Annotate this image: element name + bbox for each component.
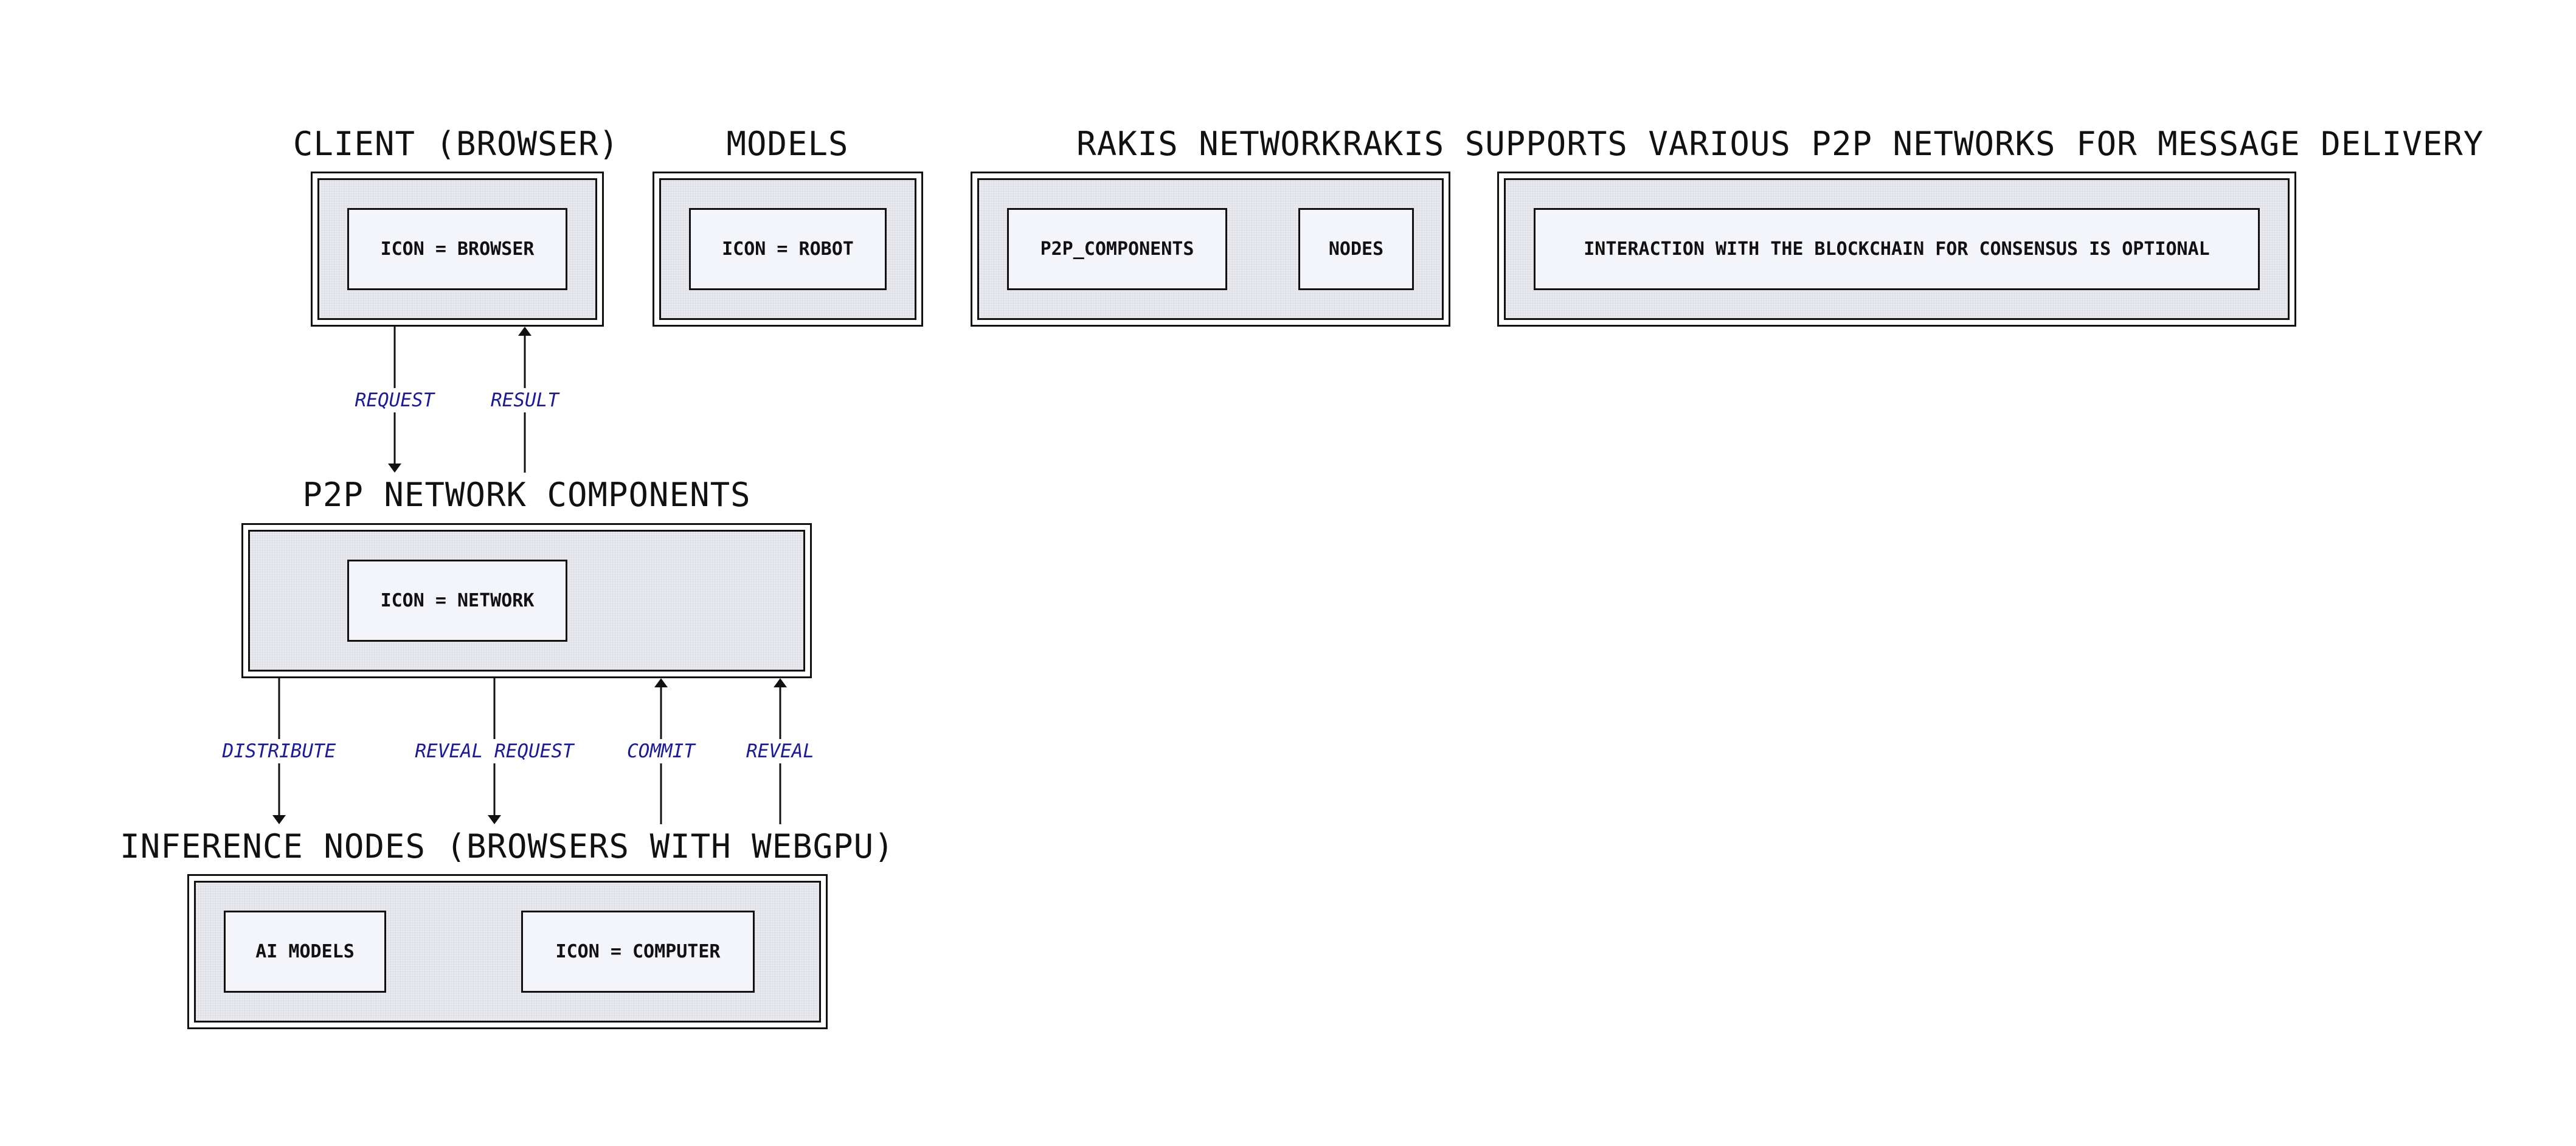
edge-label-request: REQUEST — [352, 388, 437, 412]
node-robot-icon[interactable]: ICON = ROBOT — [689, 208, 887, 290]
edge-request-arrowhead — [388, 464, 401, 473]
edge-commit-arrowhead — [654, 678, 668, 687]
edge-label-distribute: DISTRIBUTE — [220, 739, 339, 763]
edge-distribute-arrowhead — [272, 815, 286, 824]
group-title-client: CLIENT (BROWSER) — [293, 125, 620, 163]
group-title-note: RAKIS SUPPORTS VARIOUS P2P NETWORKS FOR … — [1342, 125, 2484, 163]
node-blockchain-note[interactable]: INTERACTION WITH THE BLOCKCHAIN FOR CONS… — [1534, 208, 2260, 290]
group-title-rakis: RAKIS NETWORK — [1076, 125, 1342, 163]
edge-label-commit: COMMIT — [625, 739, 698, 763]
edge-result-arrowhead — [518, 327, 531, 336]
group-title-models: MODELS — [726, 125, 849, 163]
edge-reveal-arrowhead — [774, 678, 787, 687]
group-title-inference: INFERENCE NODES (BROWSERS WITH WEBGPU) — [120, 827, 895, 866]
node-ai-models[interactable]: AI MODELS — [224, 911, 386, 993]
edge-label-reveal: REVEAL — [744, 739, 817, 763]
edge-reveal-request-arrowhead — [488, 815, 501, 824]
node-browser-icon[interactable]: ICON = BROWSER — [347, 208, 567, 290]
group-inference — [187, 874, 828, 1029]
edge-label-result: RESULT — [488, 388, 561, 412]
edge-label-reveal-request: REVEAL REQUEST — [412, 739, 576, 763]
node-nodes[interactable]: NODES — [1298, 208, 1414, 290]
node-network-icon[interactable]: ICON = NETWORK — [347, 560, 567, 642]
node-computer-icon[interactable]: ICON = COMPUTER — [521, 911, 755, 993]
group-title-p2p: P2P NETWORK COMPONENTS — [302, 476, 751, 514]
node-p2p-components[interactable]: P2P_COMPONENTS — [1007, 208, 1227, 290]
